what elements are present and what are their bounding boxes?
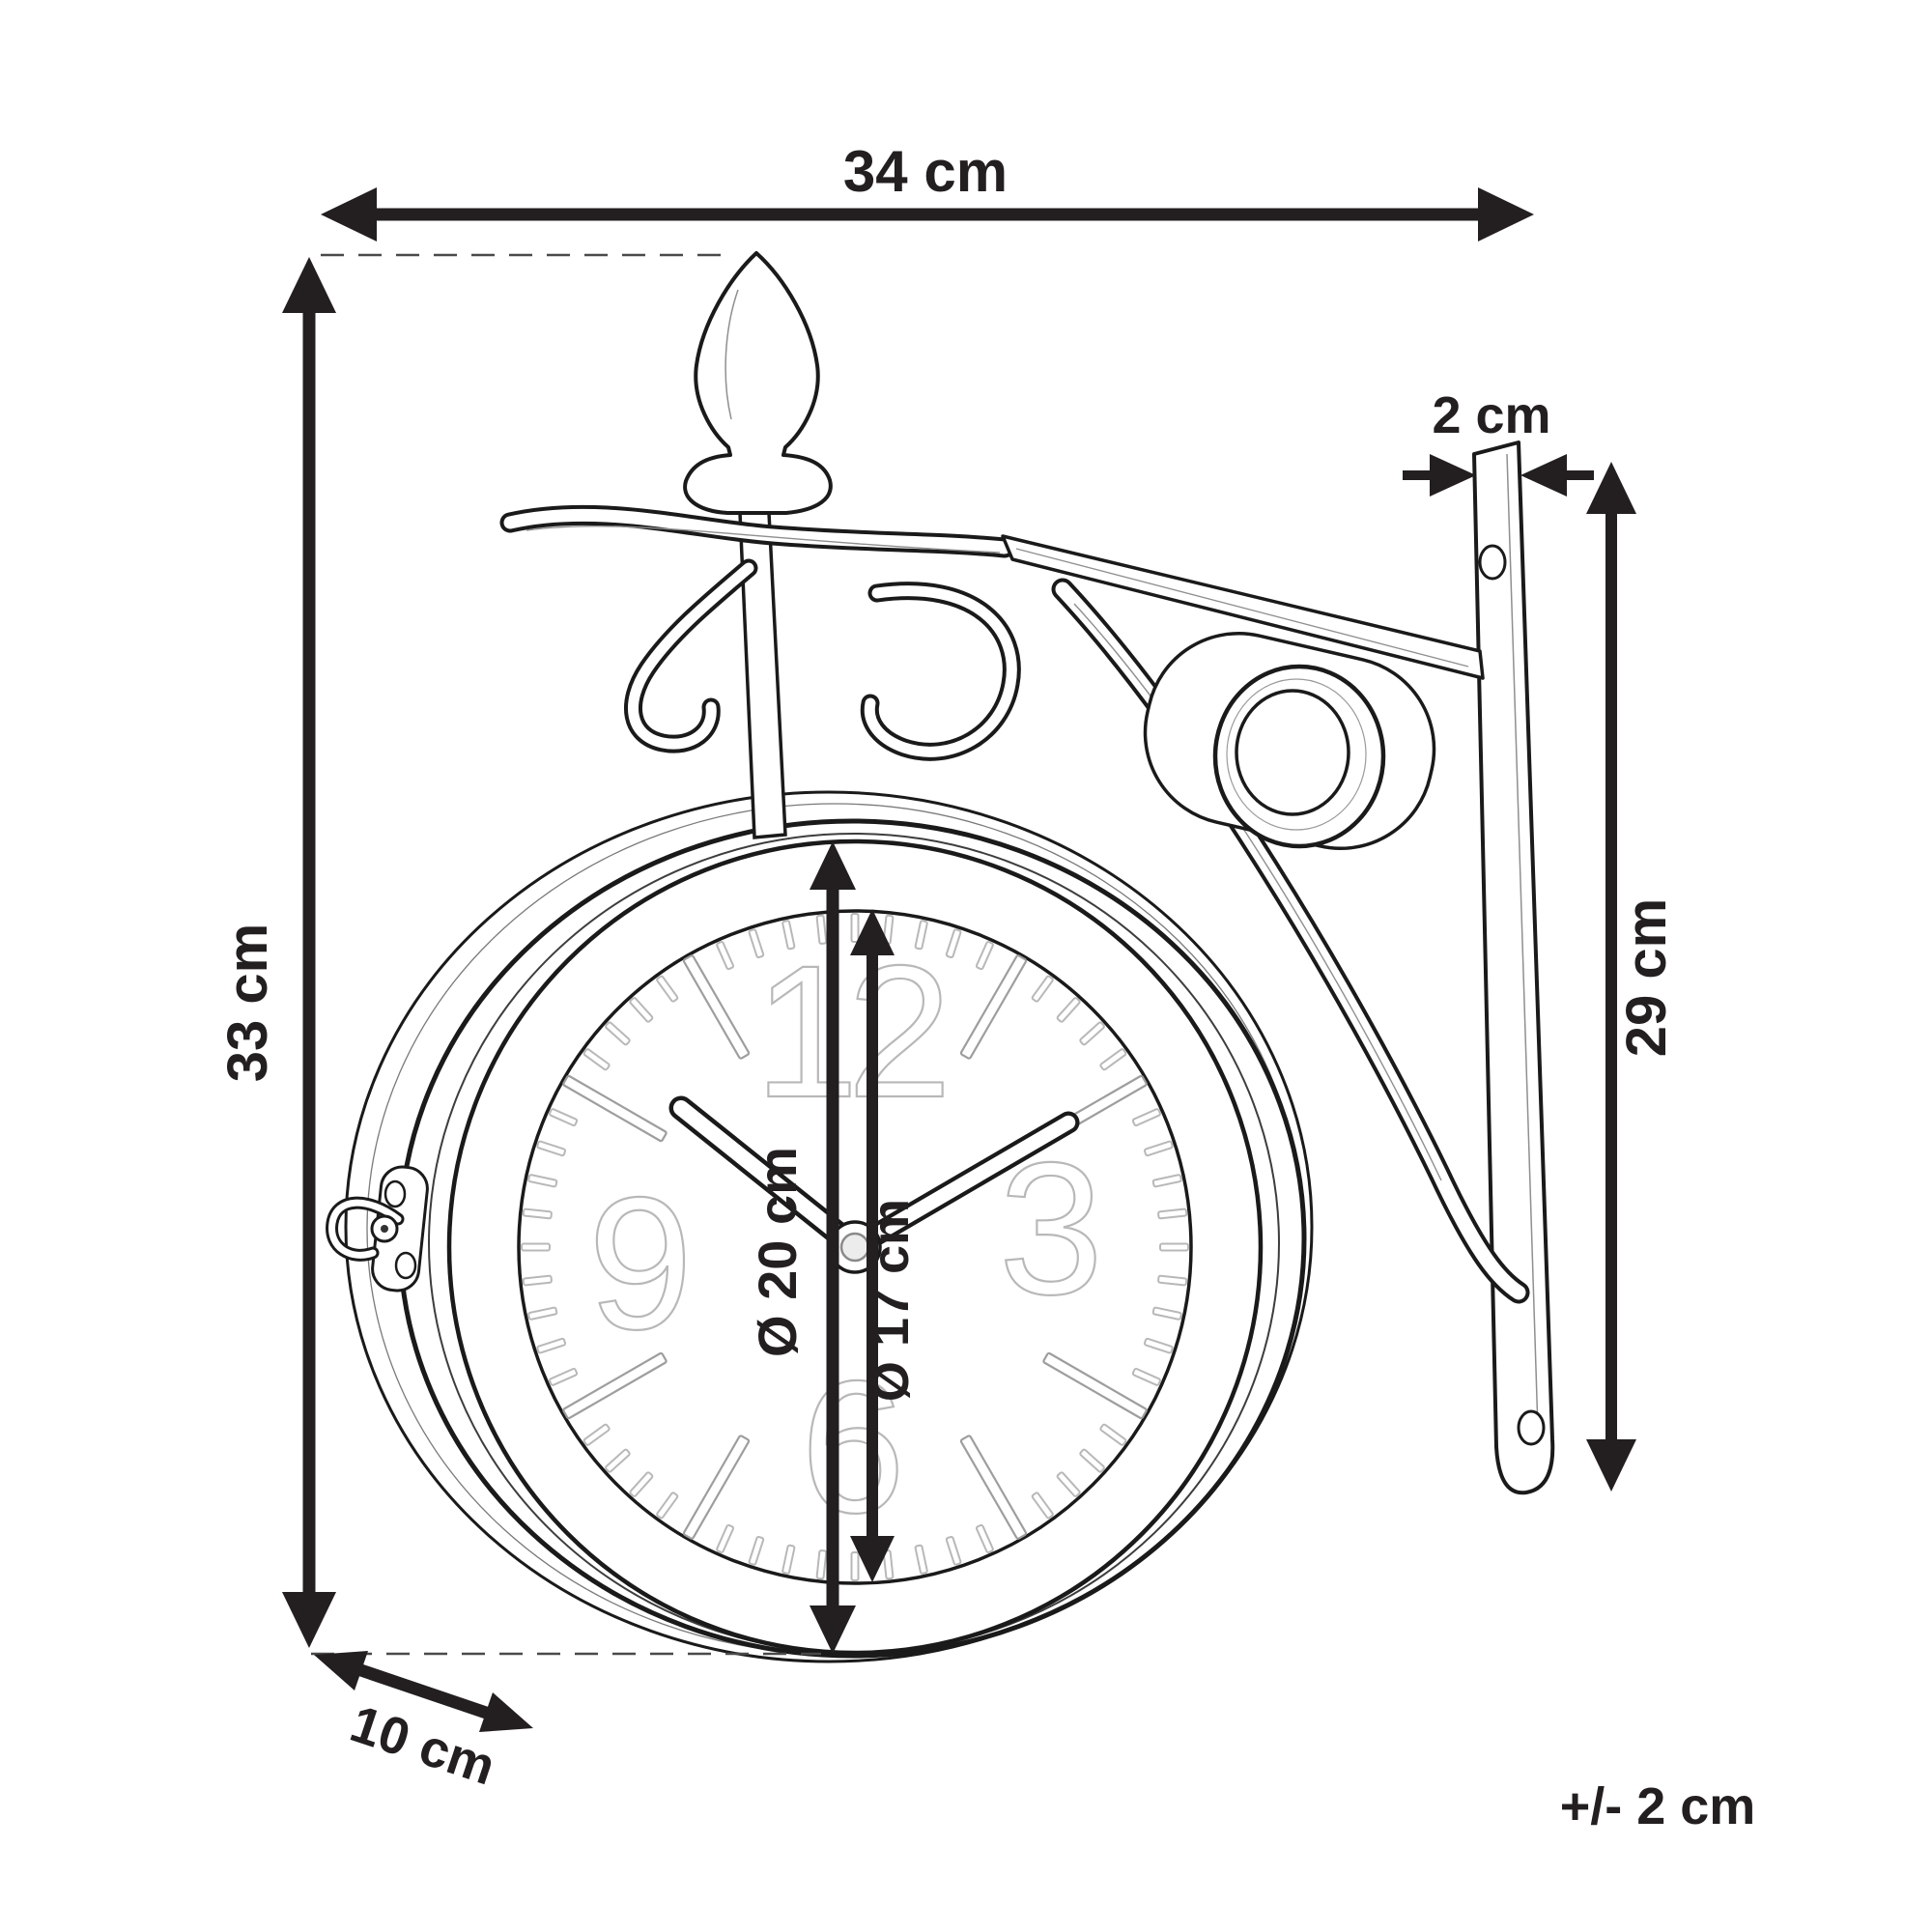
dim-overall-height: 33 cm <box>216 257 336 1648</box>
case-latch <box>326 1165 429 1293</box>
scroll-arm-fill <box>503 508 1011 554</box>
dim-width-arrowhead-left <box>321 187 377 242</box>
dim-case-diameter: Ø 20 cm <box>747 841 856 1654</box>
dim-thickness-arrowhead-right <box>1520 454 1567 497</box>
dim-bracket-height-arrowhead-bottom <box>1586 1439 1636 1492</box>
clock-back-rim <box>344 790 1314 1663</box>
wall-bracket <box>1001 440 1555 1495</box>
numeral-12: 12 <box>754 926 943 1137</box>
hanger-ornament <box>499 251 1021 839</box>
dim-case-diameter-arrowhead-bottom <box>810 1605 856 1654</box>
dim-width-arrowhead-right <box>1478 187 1534 242</box>
dim-bracket-height: 29 cm <box>1586 462 1678 1492</box>
hour-hand-fill <box>673 1100 863 1255</box>
latch-hook-fill <box>328 1199 402 1259</box>
bracket-ring-inner <box>1235 689 1350 816</box>
plate-screw-hole-top <box>1478 544 1507 581</box>
numeral-3: 3 <box>999 1123 1103 1334</box>
numeral-9: 9 <box>588 1158 693 1369</box>
dim-depth: 10 cm <box>314 1651 533 1797</box>
dim-bracket-height-arrowhead-top <box>1586 462 1636 514</box>
bracket-brace-accent <box>1073 603 1442 1181</box>
dim-dial-diameter-label: Ø 17 cm <box>862 1199 920 1402</box>
dim-depth-line <box>344 1659 503 1724</box>
dim-depth-arrowhead-left <box>314 1651 368 1690</box>
dial-tick-marks <box>521 913 1189 1581</box>
dim-dial-diameter: Ø 17 cm <box>850 909 920 1582</box>
minute-hand-fill <box>847 1115 1076 1255</box>
dim-bracket-height-label: 29 cm <box>1615 898 1678 1057</box>
dim-plate-thickness: 2 cm <box>1403 386 1594 497</box>
dim-overall-width: 34 cm <box>321 139 1534 242</box>
dim-height-label: 33 cm <box>216 923 279 1082</box>
bracket-plate-accent <box>1506 453 1539 1431</box>
dim-dial-diameter-arrowhead-top <box>850 909 895 955</box>
finial-accent <box>724 289 739 420</box>
dim-depth-arrowhead-right <box>479 1692 533 1732</box>
numeral-6: 6 <box>801 1342 905 1552</box>
left-scroll-hook-fill <box>628 562 754 750</box>
scroll-arm-accent <box>526 525 1001 554</box>
bracket-wall-plate <box>1472 440 1555 1495</box>
dim-dial-diameter-arrowhead-bottom <box>850 1536 895 1582</box>
dim-case-diameter-label: Ø 20 cm <box>747 1147 808 1357</box>
finial-spear <box>683 251 833 515</box>
dim-thickness-label: 2 cm <box>1432 386 1550 444</box>
bracket-ring-accent <box>1226 678 1367 831</box>
dim-height-arrowhead-top <box>282 257 336 313</box>
tolerance-note: +/- 2 cm <box>1560 1777 1756 1835</box>
latch-screw-bottom <box>394 1251 417 1280</box>
dim-thickness-arrowhead-left <box>1430 454 1476 497</box>
latch-pivot-pin <box>381 1225 388 1233</box>
dim-case-diameter-arrowhead-top <box>810 841 856 890</box>
plate-screw-hole-bottom <box>1517 1409 1546 1446</box>
clock-drawing: 12 3 6 9 <box>326 790 1314 1663</box>
bracket-top-arm-accent <box>1015 548 1469 668</box>
right-scroll-fill <box>864 585 1017 757</box>
latch-screw-top <box>384 1179 407 1208</box>
dim-width-label: 34 cm <box>843 139 1008 204</box>
dim-height-arrowhead-bottom <box>282 1592 336 1648</box>
